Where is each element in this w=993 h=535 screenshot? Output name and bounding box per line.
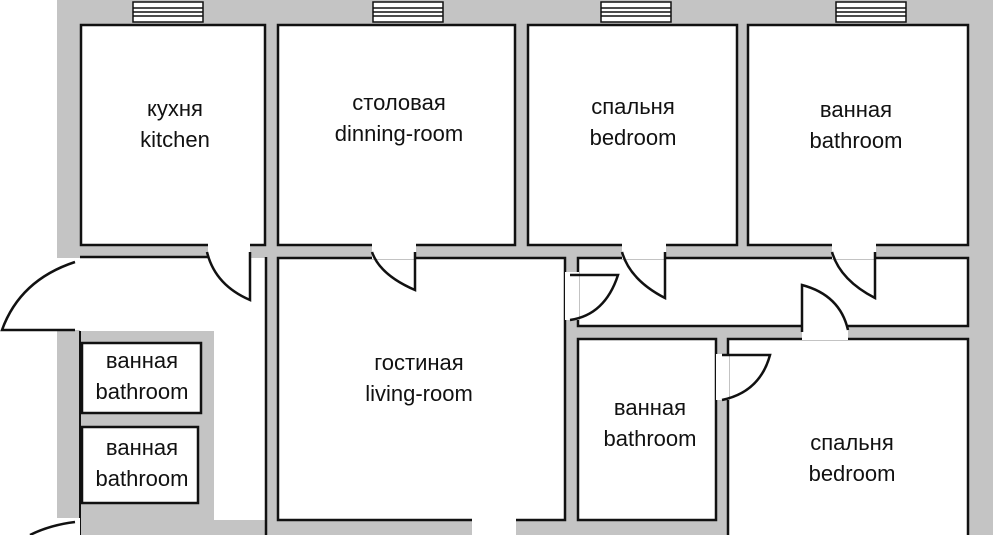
label-bathroom-2: ванная bathroom: [96, 345, 189, 407]
label-dining: столовая dinning-room: [335, 87, 463, 149]
room-bedroom-1: [526, 23, 739, 247]
label-ru: спальня: [810, 430, 894, 455]
kitchen-door[interactable]: [205, 251, 252, 302]
lower-door[interactable]: [29, 520, 76, 535]
label-bedroom-1: спальня bedroom: [590, 91, 677, 153]
label-ru: ванная: [613, 395, 687, 420]
room-living: [276, 256, 567, 522]
room-bathroom-1: [746, 23, 970, 247]
label-en: bedroom: [808, 461, 896, 486]
label-ru: ванная: [105, 348, 179, 373]
room-bathroom-3: [80, 425, 200, 505]
label-en: bathroom: [809, 128, 903, 153]
label-en: bathroom: [95, 466, 189, 491]
label-ru: спальня: [591, 94, 675, 119]
label-ru: гостиная: [374, 350, 464, 375]
room-kitchen: [79, 23, 267, 247]
windows: [132, 1, 907, 23]
bathroom-1-door[interactable]: [830, 251, 877, 301]
label-en: bathroom: [603, 426, 697, 451]
label-ru: ванная: [105, 435, 179, 460]
label-en: bedroom: [589, 125, 677, 150]
room-bedroom-2: [726, 337, 970, 535]
label-ru: столовая: [352, 90, 446, 115]
label-living: гостиная living-room: [365, 347, 473, 409]
label-en: kitchen: [140, 127, 210, 152]
room-bathroom-4: [576, 337, 718, 522]
label-bathroom-1: ванная bathroom: [810, 94, 903, 156]
label-ru: ванная: [819, 97, 893, 122]
dining-door[interactable]: [370, 251, 417, 292]
corridor-door[interactable]: [569, 273, 620, 322]
label-en: living-room: [365, 381, 473, 406]
label-en: dinning-room: [334, 121, 464, 146]
label-bathroom-4: ванная bathroom: [604, 392, 697, 454]
bathroom-4-door[interactable]: [721, 353, 772, 402]
label-kitchen: кухня kitchen: [140, 93, 210, 155]
label-en: bathroom: [95, 379, 189, 404]
label-ru: кухня: [147, 96, 203, 121]
bedroom-1-door[interactable]: [620, 251, 667, 301]
entrance-door[interactable]: [0, 260, 76, 332]
room-bathroom-2: [80, 341, 203, 415]
room-dining: [276, 23, 517, 247]
label-bedroom-2: спальня bedroom: [809, 427, 896, 489]
corridor: [576, 256, 970, 328]
bedroom-2-door[interactable]: [800, 283, 850, 332]
label-bathroom-3: ванная bathroom: [96, 432, 189, 494]
